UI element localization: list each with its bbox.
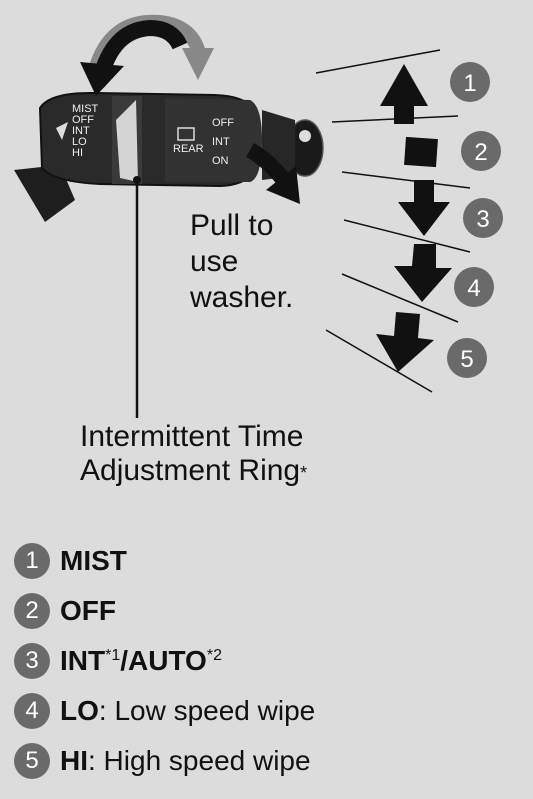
position-badge-5: 5 xyxy=(447,338,487,378)
adjustment-ring-label: Intermittent Time Adjustment Ring* xyxy=(80,420,307,488)
legend-text: HI: High speed wipe xyxy=(60,745,311,777)
front-stalk-label: OFF xyxy=(72,114,94,126)
legend-rest: : Low speed wipe xyxy=(98,695,316,726)
legend-item: 3 INT*1/AUTO*2 xyxy=(14,636,315,686)
rear-label: REAR xyxy=(173,143,204,155)
legend-item: 4 LO: Low speed wipe xyxy=(14,686,315,736)
position-badge-2: 2 xyxy=(461,131,501,171)
position-marker-2-icon xyxy=(404,136,438,168)
wiper-symbol-icon xyxy=(56,122,68,140)
position-arrow-3-icon xyxy=(398,180,450,236)
ring-label-line2: Adjustment Ring* xyxy=(80,454,308,487)
position-arrow-4-icon xyxy=(394,244,452,302)
position-line-1 xyxy=(315,49,441,74)
position-badge-3: 3 xyxy=(463,198,503,238)
pull-arrowhead-icon xyxy=(266,166,300,204)
position-badge-4: 4 xyxy=(454,267,494,307)
position-number-badge: 2 xyxy=(14,593,50,629)
ring-label-line1: Intermittent Time xyxy=(80,420,304,453)
ring-wedge xyxy=(116,100,138,182)
position-badge-1: 1 xyxy=(450,62,490,102)
legend-bold: INT xyxy=(60,645,106,676)
legend-rest: : High speed wipe xyxy=(88,745,311,776)
rear-stalk-label: OFF xyxy=(212,117,234,129)
legend-sup: *1 xyxy=(105,647,121,664)
svg-text:3: 3 xyxy=(476,206,489,233)
position-number-badge: 3 xyxy=(14,643,50,679)
svg-text:5: 5 xyxy=(460,346,473,373)
position-line-5 xyxy=(341,273,459,323)
position-number-badge: 1 xyxy=(14,543,50,579)
position-legend: 1 MIST 2 OFF 3 INT*1/AUTO*2 4 LO: Low speed wip… xyxy=(14,536,315,786)
steering-column xyxy=(14,165,75,222)
legend-bold: OFF xyxy=(60,595,116,626)
position-line-3 xyxy=(341,171,471,189)
rear-stalk-label: ON xyxy=(212,155,229,167)
position-number-badge: 5 xyxy=(14,743,50,779)
camera-icon xyxy=(299,130,311,142)
front-stalk-label: MIST xyxy=(72,103,99,115)
legend-item: 1 MIST xyxy=(14,536,315,586)
legend-text: LO: Low speed wipe xyxy=(60,695,315,727)
legend-text: MIST xyxy=(60,545,127,577)
legend-item: 2 OFF xyxy=(14,586,315,636)
position-arrow-1-icon xyxy=(380,64,428,124)
ring-leader-dot xyxy=(133,176,141,184)
legend-bold: LO xyxy=(60,695,99,726)
legend-item: 5 HI: High speed wipe xyxy=(14,736,315,786)
legend-bold: HI xyxy=(60,745,88,776)
legend-text: INT*1/AUTO*2 xyxy=(60,645,222,677)
legend-bold: MIST xyxy=(60,545,127,576)
svg-text:1: 1 xyxy=(463,70,476,97)
pull-to-wash-label: Pull to use washer. xyxy=(190,209,294,314)
legend-text: OFF xyxy=(60,595,116,627)
svg-text:2: 2 xyxy=(474,139,487,166)
legend-sup2: *2 xyxy=(206,647,222,664)
rotation-arrow-front xyxy=(92,19,188,83)
position-line-4 xyxy=(343,219,471,253)
front-stalk-label: LO xyxy=(72,136,87,148)
front-stalk-label: INT xyxy=(72,125,90,137)
position-line-6 xyxy=(325,329,433,393)
rear-wiper-icon xyxy=(177,127,195,141)
rear-stalk-label: INT xyxy=(212,136,230,148)
svg-text:4: 4 xyxy=(467,275,480,302)
front-stalk-label: HI xyxy=(72,147,83,159)
rear-wiper-section[interactable] xyxy=(165,98,262,182)
pull-arrow xyxy=(245,143,289,184)
position-arrow-5-icon xyxy=(376,312,434,372)
legend-bold2: /AUTO xyxy=(120,645,207,676)
position-number-badge: 4 xyxy=(14,693,50,729)
rear-stalk-labels: OFF INT ON xyxy=(212,117,234,167)
rotation-arrowhead-back-icon xyxy=(182,48,214,80)
rotation-arrowhead-front-icon xyxy=(80,62,124,96)
